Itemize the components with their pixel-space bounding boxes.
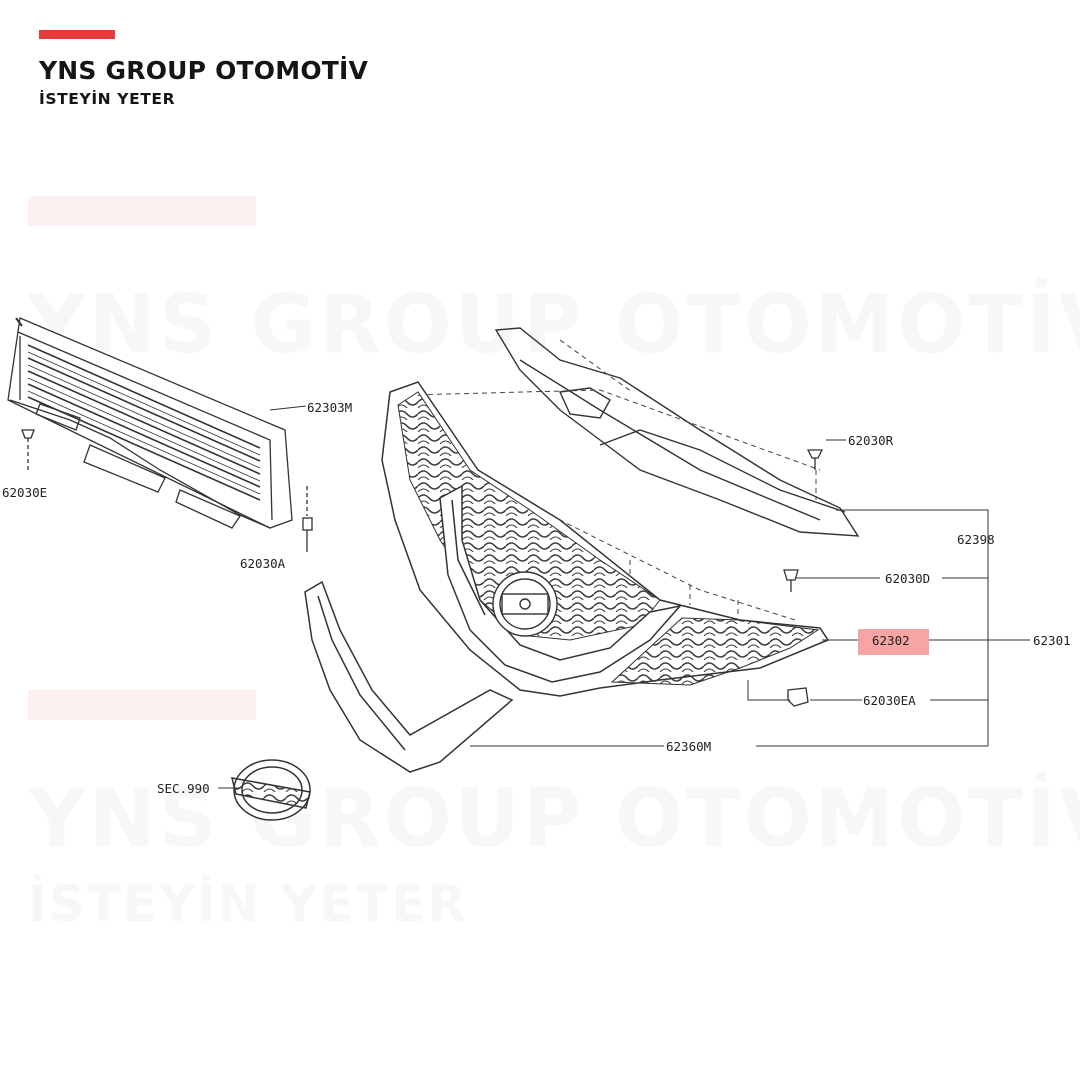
label-62360m: 62360M	[666, 739, 711, 754]
grille-emblem	[492, 571, 558, 637]
clip-62030d	[783, 569, 799, 592]
label-sec990: SEC.990	[157, 781, 210, 796]
air-duct-62303m	[7, 317, 293, 529]
upper-cover-62398	[494, 327, 860, 537]
clip-62030ea	[787, 687, 809, 707]
brand-title: YNS GROUP OTOMOTİV	[39, 56, 369, 85]
label-62302: 62302	[872, 633, 910, 648]
label-62030r: 62030R	[848, 433, 894, 448]
clip-62030e	[21, 429, 35, 470]
grille-mesh-lower-62302	[610, 617, 820, 686]
label-62303m: 62303M	[307, 400, 352, 415]
watermark-bar-mid	[28, 690, 256, 720]
highlight-62302	[858, 629, 929, 655]
label-62301: 62301	[1033, 633, 1071, 648]
badge-sec990	[230, 759, 311, 821]
brand-accent-bar	[39, 30, 115, 39]
chrome-v-trim	[439, 484, 683, 683]
label-62030d: 62030D	[885, 571, 930, 586]
label-62030e: 62030E	[2, 485, 47, 500]
screw-62030a	[302, 486, 313, 552]
moulding-62360m	[304, 580, 514, 773]
watermark-bar-top	[28, 196, 256, 226]
leader-lines	[218, 405, 1030, 789]
clip-62030r	[806, 449, 824, 470]
label-62030ea: 62030EA	[863, 693, 916, 708]
label-62398: 62398	[957, 532, 995, 547]
label-62030a: 62030A	[240, 556, 286, 571]
brand-subtitle: İSTEYİN YETER	[39, 90, 176, 108]
